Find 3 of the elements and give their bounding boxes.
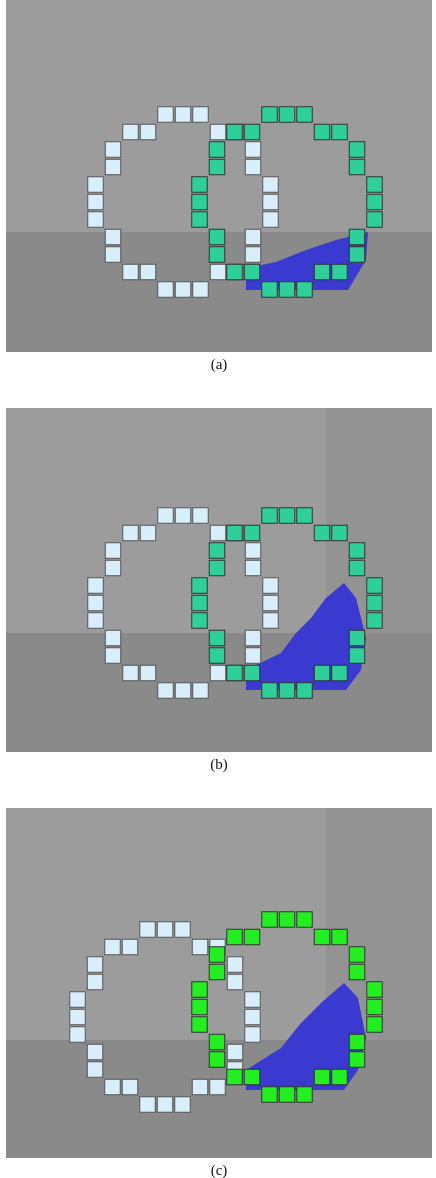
- panel-caption: (b): [210, 755, 228, 773]
- panel-caption: (a): [210, 355, 228, 373]
- panel-caption: (c): [210, 1161, 228, 1178]
